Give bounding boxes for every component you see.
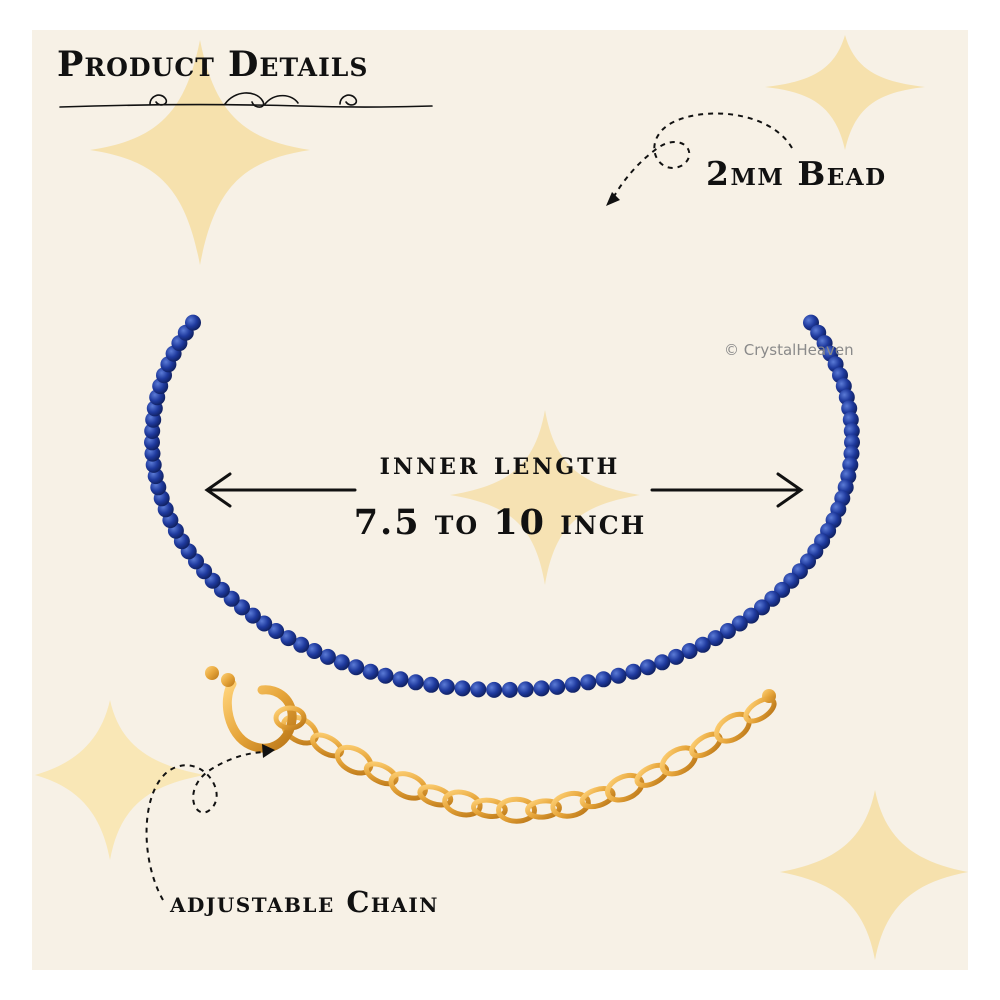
lapis-bead <box>454 680 471 697</box>
lapis-bead <box>625 663 642 680</box>
lapis-bead <box>639 659 656 676</box>
chain-link <box>363 761 399 787</box>
chain-link <box>470 797 508 819</box>
extender-chain <box>280 696 777 824</box>
lapis-bead <box>580 674 597 691</box>
lapis-bead <box>501 681 518 698</box>
lapis-bead <box>668 648 685 665</box>
lapis-bead <box>610 667 627 684</box>
lapis-bead <box>517 681 534 698</box>
lapis-bead <box>654 654 671 671</box>
chain-link <box>550 790 591 819</box>
sparkle-star-icon <box>450 410 640 585</box>
lapis-bead <box>185 314 201 331</box>
lapis-bead <box>533 680 550 697</box>
lapis-bead <box>377 667 394 684</box>
lapis-bead <box>707 630 724 647</box>
chain-link <box>496 796 537 824</box>
lapis-bead <box>694 636 711 653</box>
lapis-bead <box>423 676 440 693</box>
flourish-divider-icon <box>59 92 433 108</box>
lapis-bead <box>743 607 760 624</box>
lapis-bead <box>470 681 487 698</box>
lapis-bead <box>595 671 612 688</box>
chain-link <box>310 732 345 759</box>
lapis-bead <box>392 671 409 688</box>
lapis-bead <box>348 659 365 676</box>
lapis-bead <box>486 681 503 698</box>
arrow-left-icon <box>204 472 357 508</box>
lapis-bead <box>319 648 336 665</box>
lapis-bead <box>754 599 770 616</box>
page-title: Product Details <box>57 44 369 85</box>
bead-size-label: 2mm Bead <box>706 154 887 193</box>
lapis-bead <box>719 623 736 639</box>
chain-link <box>442 789 483 818</box>
watermark: © CrystalHeaven <box>724 341 854 359</box>
bead-callout-arrow <box>611 112 793 201</box>
arrowhead-icon <box>262 744 275 758</box>
lapis-bead <box>280 630 297 647</box>
bead-strand <box>144 314 860 698</box>
lapis-bead <box>362 663 379 680</box>
chain-callout-arrow <box>145 751 269 901</box>
arrow-right-icon <box>650 472 804 508</box>
sparkle-star-icon <box>35 700 205 860</box>
lobster-clasp-icon <box>221 673 307 753</box>
lapis-bead <box>306 643 323 659</box>
chain-link <box>634 762 670 788</box>
lapis-bead <box>549 678 566 695</box>
lapis-bead <box>731 615 748 632</box>
arrowhead-icon <box>606 192 620 206</box>
spacer-bead <box>205 666 219 680</box>
chain-link <box>659 745 698 777</box>
chain-link <box>334 744 374 776</box>
lapis-bead <box>407 674 424 691</box>
chain-link <box>605 772 645 803</box>
lapis-bead <box>564 676 581 693</box>
lapis-bead <box>843 423 860 439</box>
lapis-bead <box>844 434 860 451</box>
chain-link <box>743 696 777 724</box>
inner-length-value: 7.5 to 10 inch <box>353 502 647 543</box>
inner-length-label: inner length <box>379 446 621 482</box>
lapis-bead <box>333 654 350 671</box>
lapis-bead <box>244 607 261 624</box>
chain-link <box>388 771 428 801</box>
sparkle-star-icon <box>780 790 968 960</box>
sparkle-star-icon <box>90 40 310 265</box>
lapis-bead <box>681 643 698 659</box>
lapis-bead <box>256 615 273 632</box>
sparkle-star-icon <box>765 35 925 150</box>
chain-link <box>525 798 562 820</box>
lapis-bead <box>438 678 455 695</box>
chain-label: adjustable Chain <box>170 885 439 919</box>
lapis-bead <box>144 434 160 451</box>
chain-link <box>417 784 454 808</box>
lapis-bead <box>268 623 285 639</box>
lapis-bead <box>293 636 310 653</box>
lapis-bead <box>144 445 161 462</box>
chain-link <box>579 786 616 810</box>
